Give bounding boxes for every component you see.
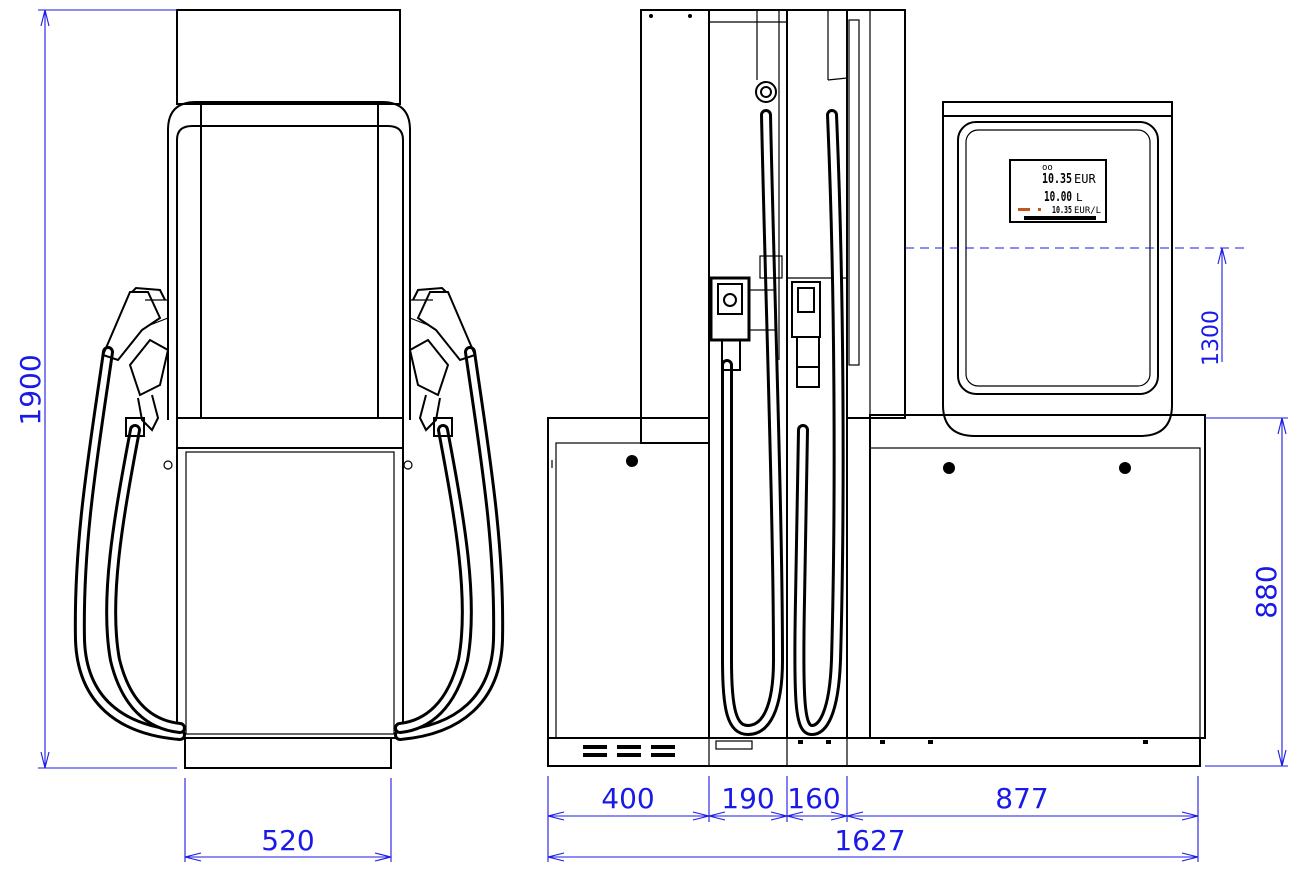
lcd-amount-value: 10.35 — [1042, 172, 1072, 187]
front-head-inner — [176, 125, 404, 420]
bolt-1 — [626, 455, 638, 467]
front-head — [167, 101, 411, 420]
front-column — [176, 9, 401, 105]
side-bottom-rail — [547, 737, 1201, 767]
dim-seg-1: 400 — [601, 782, 654, 815]
front-base — [184, 737, 392, 769]
dim-display-height: 1300 — [905, 247, 1248, 366]
lcd-button-strip — [1024, 216, 1096, 220]
display-panel — [957, 121, 1159, 395]
lcd-volume-unit: L — [1076, 191, 1083, 204]
svg-text:1300: 1300 — [1199, 310, 1224, 366]
side-view — [547, 9, 1206, 767]
side-base-left — [547, 417, 710, 739]
svg-text:1627: 1627 — [834, 824, 905, 857]
dimensions: 1900 520 1300 880 — [14, 9, 1288, 862]
front-view — [73, 9, 505, 769]
lcd-display: oo 10.35 EUR 10.00 L 10.35 EUR/L — [1009, 159, 1107, 223]
display-head — [942, 101, 1173, 437]
dim-length-total: 1627 — [547, 824, 1199, 862]
svg-text:1900: 1900 — [14, 354, 47, 425]
side-vents — [583, 745, 675, 757]
dim-seg-4: 877 — [995, 782, 1048, 815]
lcd-amount-unit: EUR — [1074, 172, 1096, 186]
front-belt — [176, 417, 404, 449]
front-hose-left-outer — [73, 346, 186, 741]
front-head-panel — [200, 125, 379, 419]
bolt-2 — [943, 462, 955, 474]
side-nozzle-2 — [791, 281, 821, 388]
lcd-icon: oo — [1042, 163, 1053, 173]
lcd-indicator-2 — [1038, 208, 1041, 211]
side-nozzle-1 — [709, 255, 783, 371]
dim-height-total: 1900 — [14, 9, 177, 769]
front-body — [176, 447, 404, 739]
side-column-left — [640, 9, 710, 444]
lcd-price-value: 10.35 — [1052, 205, 1072, 216]
bolt-3 — [1119, 462, 1131, 474]
front-nozzle-right — [408, 286, 477, 437]
dim-seg-3: 160 — [787, 782, 840, 815]
front-hose-right-outer — [394, 346, 505, 741]
lcd-price-unit: EUR/L — [1074, 206, 1101, 216]
lcd-indicator-1 — [1018, 208, 1030, 211]
dim-width-front: 520 — [184, 778, 392, 862]
front-nozzle-left — [101, 286, 170, 437]
svg-text:520: 520 — [261, 824, 314, 857]
side-base-right — [869, 414, 1206, 739]
svg-text:880: 880 — [1250, 565, 1283, 618]
lcd-volume-value: 10.00 — [1044, 190, 1072, 205]
dim-base-height: 880 — [1205, 417, 1288, 767]
side-pillar — [846, 9, 906, 419]
dim-segments: 400 190 160 877 — [547, 776, 1199, 862]
dim-seg-2: 190 — [721, 782, 774, 815]
